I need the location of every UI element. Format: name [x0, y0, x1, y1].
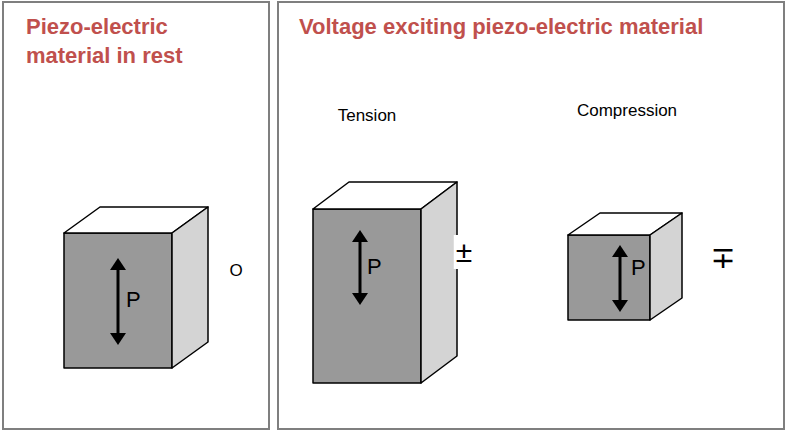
cube-outline	[567, 212, 683, 321]
front-face	[568, 235, 650, 320]
arrow-head	[612, 245, 628, 257]
arrow-head	[352, 293, 368, 305]
rest-panel: Piezo-electric material in restP	[2, 1, 270, 430]
polarization-label: P	[631, 257, 646, 279]
piezo-cube: P	[313, 182, 457, 383]
side-face	[421, 182, 457, 383]
piezo-cube: P	[64, 207, 208, 368]
arrow-head	[110, 333, 126, 345]
arrow-head	[612, 300, 628, 312]
excitation-panel: Voltage exciting piezo-electric material…	[277, 1, 785, 430]
side-face	[172, 207, 208, 368]
voltage-symbol: ∓	[708, 241, 737, 275]
front-face	[64, 233, 172, 368]
side-face	[650, 213, 682, 320]
arrow-head	[352, 230, 368, 242]
terminal-label: O	[227, 260, 244, 281]
polarization-label: P	[126, 289, 141, 311]
cube-outline	[312, 181, 458, 384]
voltage-symbol: ±	[454, 235, 474, 269]
mode-label: Tension	[338, 107, 397, 124]
polarization-arrow	[619, 253, 622, 304]
mode-label: Compression	[577, 102, 677, 119]
panel-title: Voltage exciting piezo-electric material	[299, 13, 703, 42]
arrow-head	[110, 258, 126, 270]
polarization-label: P	[367, 256, 382, 278]
polarization-arrow	[117, 266, 120, 337]
cube-outline	[63, 206, 209, 369]
panel-title: Piezo-electric material in rest	[26, 13, 246, 70]
polarization-arrow	[359, 238, 362, 297]
front-face	[313, 209, 421, 383]
piezo-cube: P	[568, 213, 682, 320]
